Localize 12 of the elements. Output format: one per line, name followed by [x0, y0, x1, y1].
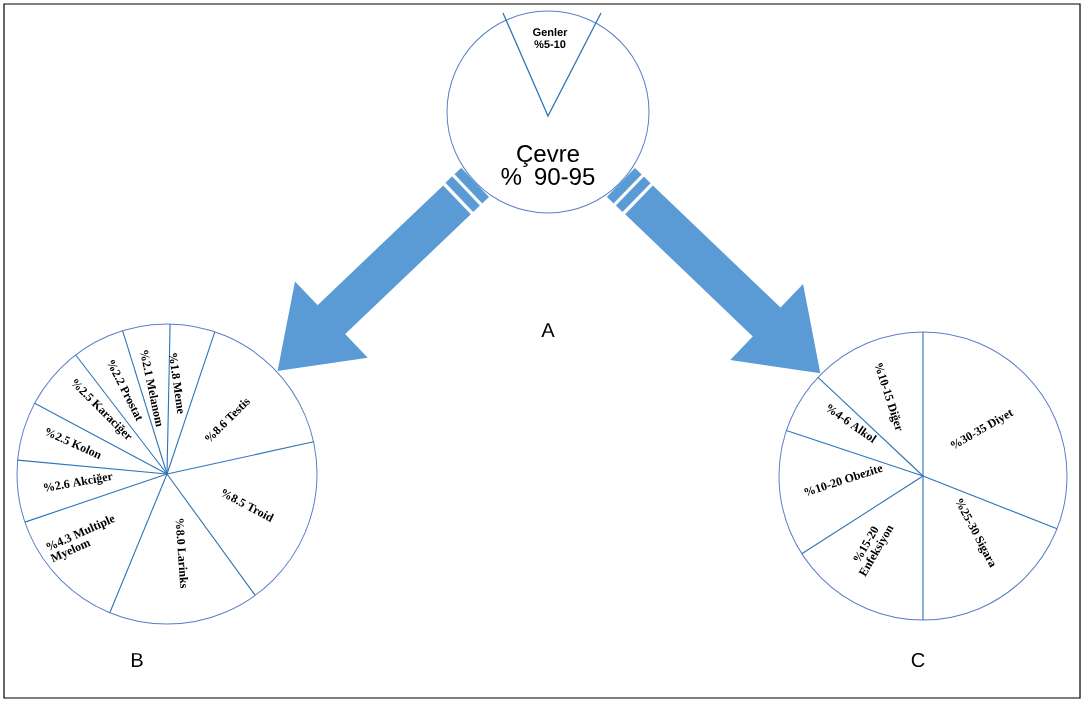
slice-label: %8.5 Troid: [221, 489, 275, 523]
slice-label: %8.0 Larinks: [175, 518, 189, 589]
slice-label: Genler %5-10: [533, 27, 568, 49]
panel-letter: B: [132, 653, 143, 667]
panel-letter: A: [541, 323, 555, 337]
slice-label: %2.6 Akciğer: [43, 473, 113, 492]
slice-label: %10-15 Diğer: [874, 363, 902, 431]
slice-label: %2.5 Kolon: [45, 428, 101, 460]
slice-label: %1.8 Meme: [169, 353, 183, 414]
slice-label: %10-20 Obezite: [804, 466, 883, 496]
panel-letter: C: [911, 652, 925, 668]
slice-label: Çevre % 90-95: [501, 145, 595, 185]
